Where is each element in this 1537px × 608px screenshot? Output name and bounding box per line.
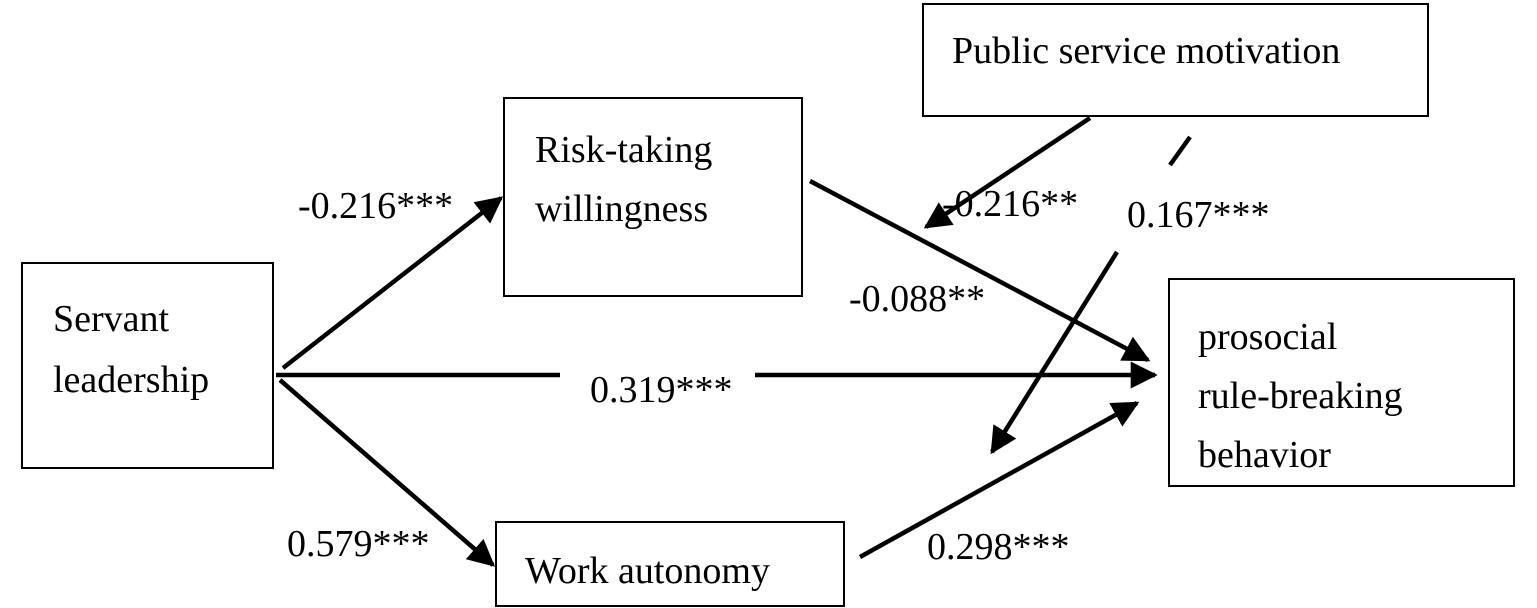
node-risk-taking-willingness: Risk-taking willingness (503, 97, 803, 297)
node-public-service-motivation: Public service motivation (922, 3, 1429, 117)
node-servant-label-2: leadership (53, 358, 210, 401)
arrow-autonomy-to-prosocial (858, 401, 1140, 559)
node-prosocial-label-3: behavior (1198, 433, 1331, 476)
arrow-risk-to-prosocial (808, 179, 1151, 362)
coef-servant-to-autonomy: 0.579*** (287, 523, 430, 565)
node-prosocial-label-1: prosocial (1198, 316, 1338, 358)
arrow-servant-to-autonomy (278, 378, 496, 567)
coef-psm-mod-risk: -0.216** (942, 183, 1079, 225)
node-servant-label-1: Servant (53, 298, 170, 340)
coef-servant-to-prosocial: 0.319*** (560, 371, 755, 409)
node-servant-leadership: Servant leadership (21, 262, 274, 469)
node-risk-label-2: willingness (535, 187, 709, 230)
coef-servant-to-risk: -0.216*** (298, 185, 454, 227)
node-prosocial-label-2: rule-breaking (1198, 374, 1403, 417)
coef-psm-mod-autonomy: 0.167*** (1127, 194, 1270, 236)
arrow-psm-mod-autonomy (1168, 135, 1192, 167)
coef-risk-to-prosocial: -0.088** (849, 278, 986, 320)
arrow-psm-mod-autonomy-lower (990, 250, 1119, 455)
node-work-autonomy: Work autonomy (495, 521, 845, 607)
arrow-servant-to-risk (281, 196, 504, 370)
coef-autonomy-to-prosocial: 0.298*** (927, 526, 1070, 568)
node-risk-label-1: Risk-taking (535, 129, 713, 171)
arrow-psm-mod-risk (923, 116, 1092, 229)
node-autonomy-label: Work autonomy (525, 550, 770, 592)
node-prosocial-rule-breaking-behavior: prosocial rule-breaking behavior (1168, 278, 1515, 487)
node-psm-label: Public service motivation (952, 30, 1341, 72)
